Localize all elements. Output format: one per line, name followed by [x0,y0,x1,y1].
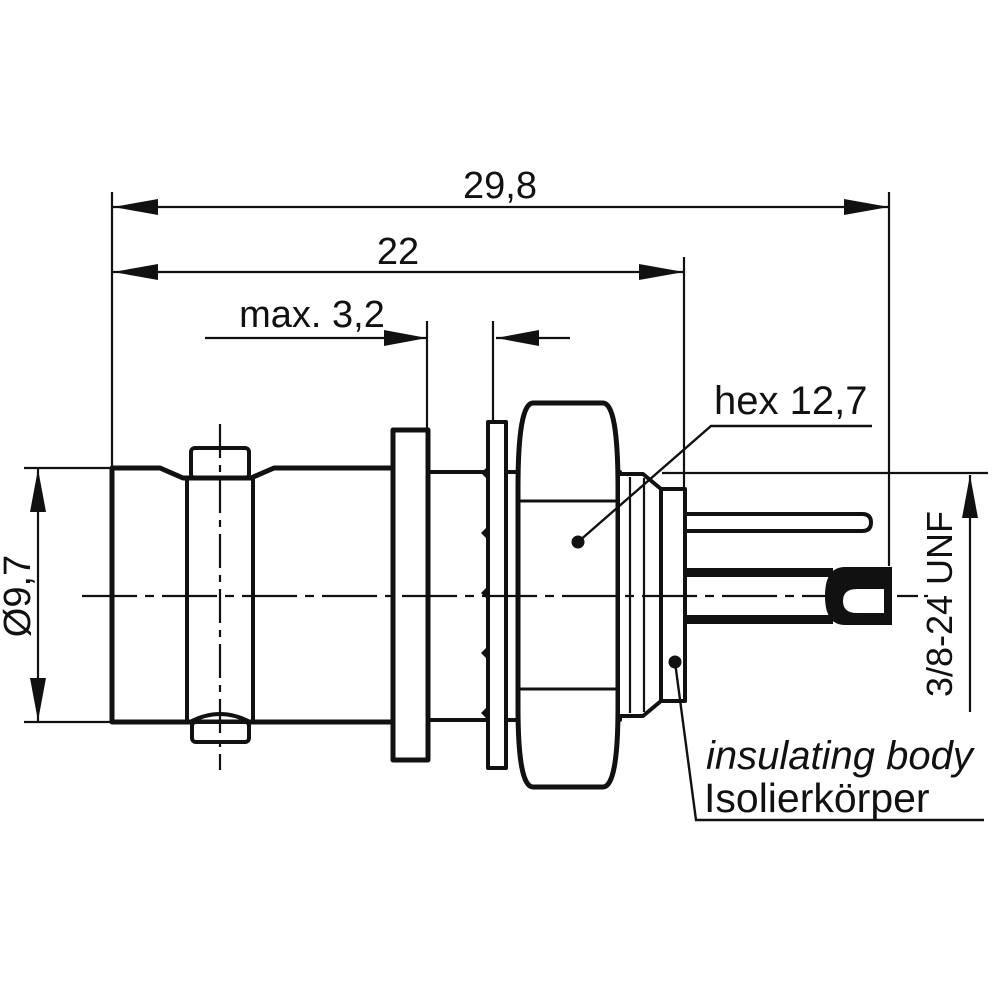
arrowhead-left-pointing [496,330,539,346]
callout-hex: hex 12,7 [571,379,872,549]
dim-body-length-text: 22 [377,231,419,273]
leader-dot-insulating-body [668,655,682,669]
contact-wall-top [685,568,833,577]
ground-tab [683,512,873,533]
arrowhead-right [639,264,684,280]
dimension-panel-thickness: max. 3,2 [205,294,570,346]
dim-hex-size-text: hex 12,7 [714,379,867,423]
dimension-total-length: 29,8 [113,165,889,215]
solder-cup-slot [843,589,884,613]
connector-part [82,400,928,790]
contact-wall-bottom [685,615,833,624]
arrowhead-left [113,199,158,215]
dimension-thread: 3/8-24 UNF [919,475,978,712]
leader-dot-hex [571,535,585,549]
arrowhead-up [30,469,46,512]
callout-insulating-body-de: Isolierkörper [704,775,930,821]
callout-insulating-body-en: insulating body [706,734,976,778]
dimension-annotations: 29,8 22 max. 3,2 Ø9,7 3/8-24 [0,165,988,822]
arrowhead-up [962,475,978,518]
callout-insulating-body: insulating body Isolierkörper [668,655,984,822]
dim-panel-thickness-text: max. 3,2 [239,294,385,336]
arrowhead-right [844,199,889,215]
dim-front-diameter-text: Ø9,7 [0,555,39,637]
arrowhead-down [30,678,46,721]
dimension-body-length: 22 [113,231,684,280]
dim-total-length-text: 29,8 [463,165,537,207]
dimension-front-diameter: Ø9,7 [0,469,46,721]
arrowhead-left [113,264,158,280]
leader-line-hex [577,424,872,543]
leader-line-insulating-body [673,661,984,822]
arrowhead-right-pointing [384,330,427,346]
dim-thread-text: 3/8-24 UNF [919,511,960,697]
